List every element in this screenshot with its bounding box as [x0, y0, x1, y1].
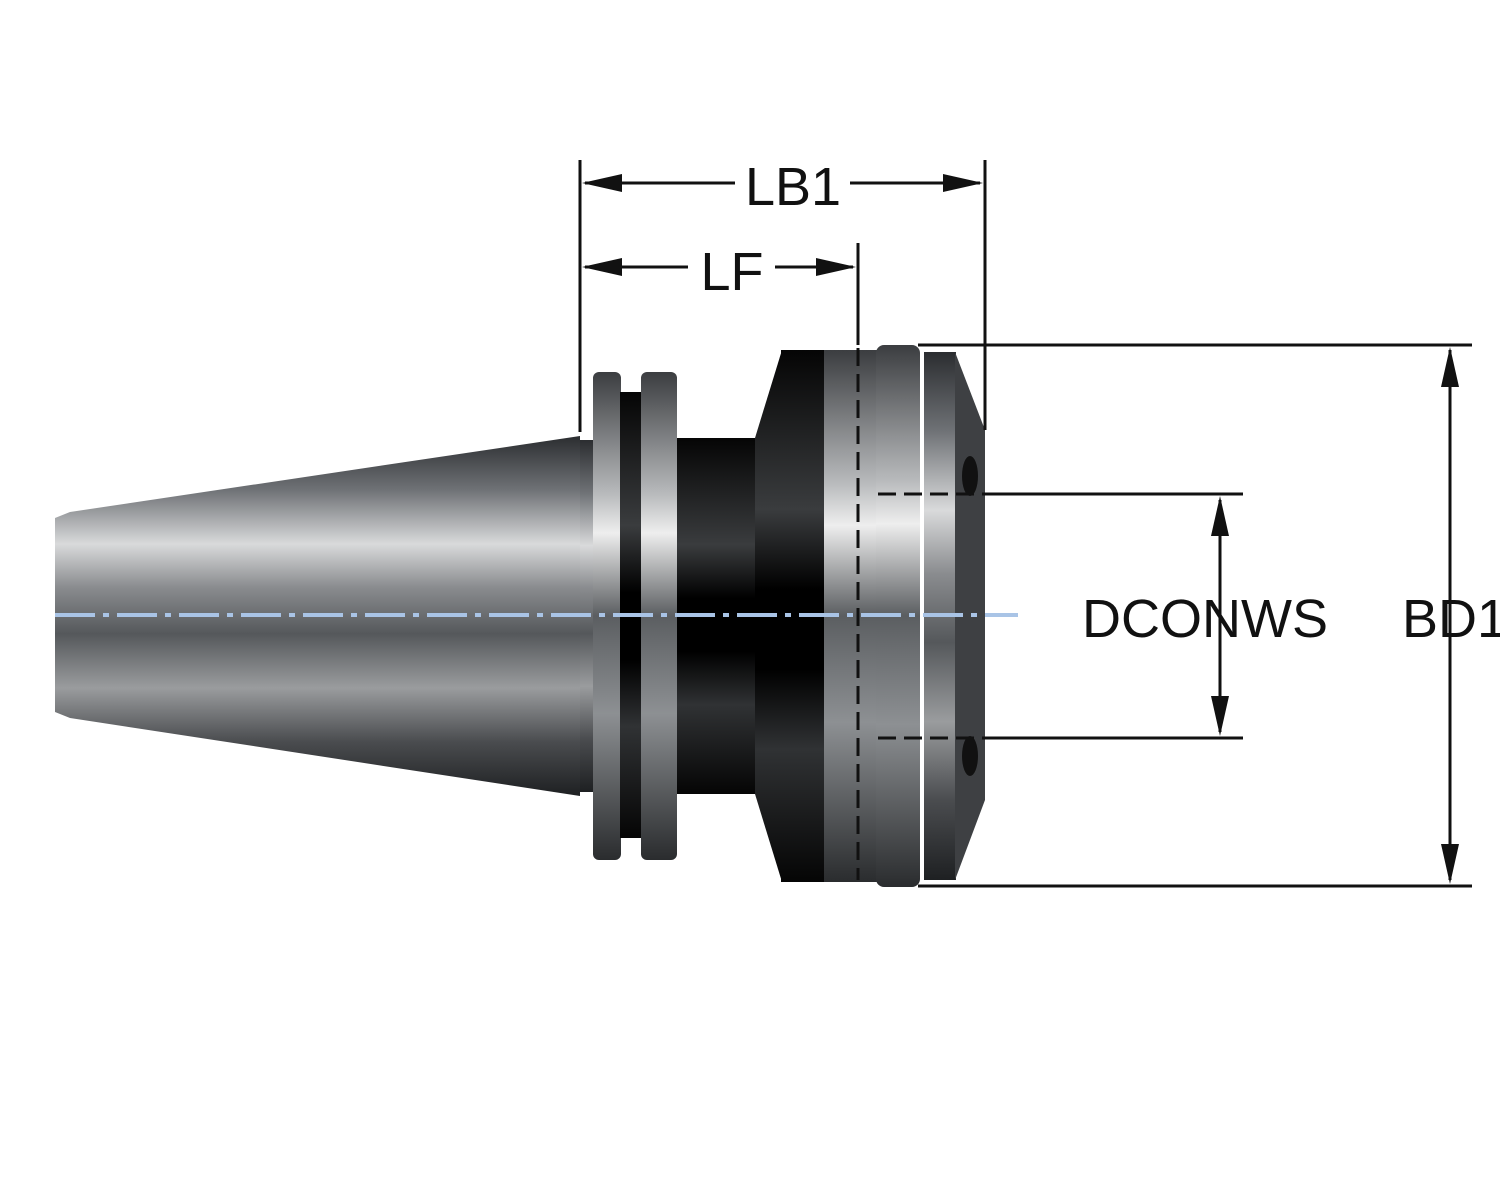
flange	[641, 372, 677, 860]
dimension-label-lf: LF	[700, 242, 763, 302]
screw-hole	[962, 456, 978, 496]
dimension-lines	[578, 160, 1472, 888]
screw-hole	[962, 736, 978, 776]
dimension-label-lb1: LB1	[745, 157, 841, 217]
dimension-label-bd1: BD1	[1402, 589, 1500, 649]
arrowheads	[582, 174, 1459, 884]
flange	[593, 372, 621, 860]
dimension-label-dconws: DCONWS	[1082, 589, 1328, 649]
hex-face	[955, 352, 985, 880]
